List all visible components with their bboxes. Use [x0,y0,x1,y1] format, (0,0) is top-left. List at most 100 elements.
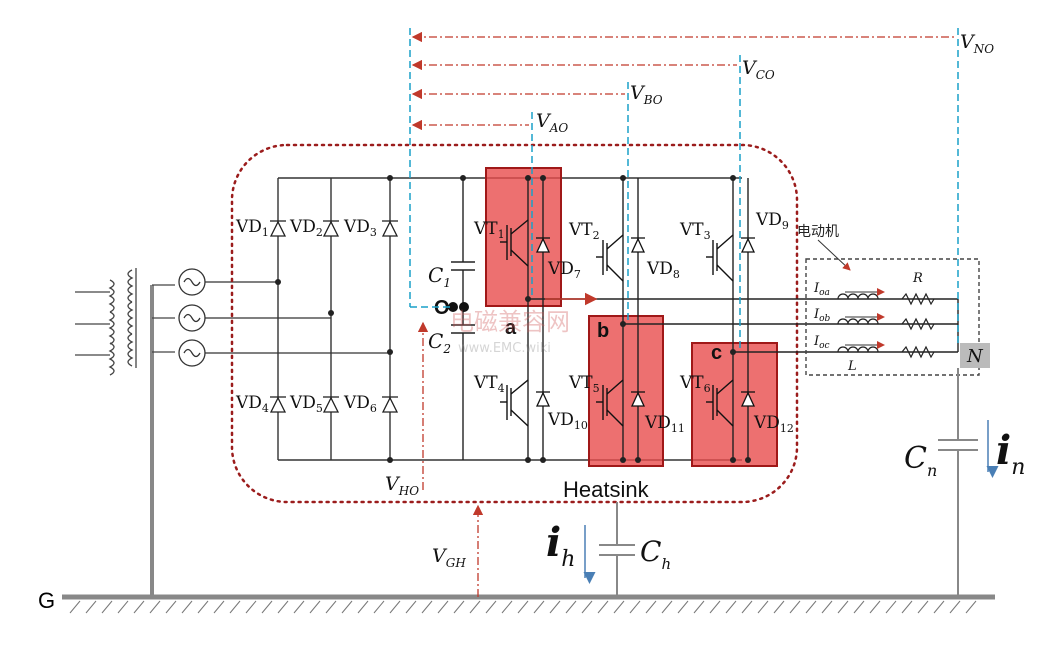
ground-hatch-mark [725,600,737,614]
vd4-label: VD4 [235,393,269,415]
ground-hatch-mark [965,600,977,614]
ground-hatch-mark [229,600,241,614]
igbt-icon [500,219,734,427]
ground [62,594,995,614]
ground-hatch-mark [805,600,817,614]
ground-hatch-mark [629,600,641,614]
vd6-label: VD6 [343,393,377,415]
neutral-node [960,343,990,368]
vd3-label: VD3 [343,217,377,239]
module-phase-c [691,342,778,467]
capacitor-ch-icon [599,502,635,597]
ground-hatch-mark [677,600,689,614]
vd10-label: VD10 [547,410,588,432]
c1-label: C1 [428,263,451,290]
vgh-label: VGH [432,545,466,570]
vd12-label: VD12 [753,413,794,435]
ground-hatch-mark [421,600,433,614]
l-label: L [847,359,857,374]
ground-hatch-mark [453,600,465,614]
vho-label: VHO [385,473,419,498]
in-label: in [996,427,1025,480]
ground-hatch-mark [693,600,705,614]
ch-label: Ch [640,535,671,573]
ground-hatch-mark [341,600,353,614]
ground-hatch-mark [485,600,497,614]
vd2-label: VD2 [289,217,323,239]
ground-hatch-mark [741,600,753,614]
module-phase-a [485,167,562,307]
ground-hatch-mark [373,600,385,614]
ground-hatch-mark [645,600,657,614]
vno-label: VNO [960,31,994,56]
ground-hatch-mark [325,600,337,614]
node-c-label: c [711,342,722,364]
vao-label: VAO [536,110,568,135]
ground-hatch-mark [117,600,129,614]
vt5-label: VT5 [568,373,600,395]
ground-hatch-mark [357,600,369,614]
ih-label: ih [546,519,575,572]
vd11-label: VD11 [644,413,685,435]
transformer [75,268,137,376]
motor-box [805,258,980,376]
vt4-label: VT4 [473,373,505,395]
vd7-label: VD7 [547,259,581,281]
ground-hatch-mark [885,600,897,614]
ground-hatch-mark [277,600,289,614]
r-label: R [912,271,923,286]
vt6-label: VT6 [679,373,711,395]
node-n-label: N [966,346,984,367]
ground-hatch-mark [869,600,881,614]
ground-hatch-mark [517,600,529,614]
ground-hatch-mark [181,600,193,614]
ground-hatch-mark [821,600,833,614]
ground-hatch-mark [469,600,481,614]
vd5-label: VD5 [289,393,323,415]
resistor-icon [901,292,935,359]
ground-hatch-mark [261,600,273,614]
ground-hatch-mark [245,600,257,614]
iob-label: Iob [813,307,831,324]
rectifier-diode-icon [269,220,399,413]
vd9-label: VD9 [755,210,789,232]
dc-link-capacitors [451,178,475,460]
ground-hatch-mark [597,600,609,614]
svg-text:电磁兼容网: 电磁兼容网 [450,308,570,336]
vt2-label: VT2 [568,220,600,242]
ground-hatch-mark [789,600,801,614]
ground-hatch-mark [901,600,913,614]
ground-hatch-mark [165,600,177,614]
ground-hatch-mark [949,600,961,614]
ground-hatch-mark [501,600,513,614]
heatsink-label: Heatsink [563,477,650,502]
ground-hatch-mark [709,600,721,614]
ground-hatch-mark [837,600,849,614]
ground-hatch-mark [565,600,577,614]
ioc-label: Ioc [813,334,830,351]
ground-hatch-mark [549,600,561,614]
ac-source-icon [178,268,206,367]
ground-hatch-mark [101,600,113,614]
measurement-probes [409,28,959,352]
cn-label: Cn [904,441,937,480]
ground-hatch-mark [757,600,769,614]
vt1-label: VT1 [473,219,505,241]
c2-label: C2 [428,329,451,356]
ground-hatch-mark [133,600,145,614]
ground-hatch-mark [149,600,161,614]
module-phase-b [588,315,664,467]
ground-hatch-mark [213,600,225,614]
ground-hatch-mark [917,600,929,614]
vco-label: VCO [742,57,775,82]
vt3-label: VT3 [679,220,711,242]
freewheel-diode-icon [535,237,756,407]
ground-hatch-mark [389,600,401,614]
ground-hatch-mark [533,600,545,614]
ground-hatch-mark [69,600,81,614]
midpoint-node [448,302,458,312]
ground-hatch-mark [197,600,209,614]
capacitor-cn-icon [938,368,978,597]
